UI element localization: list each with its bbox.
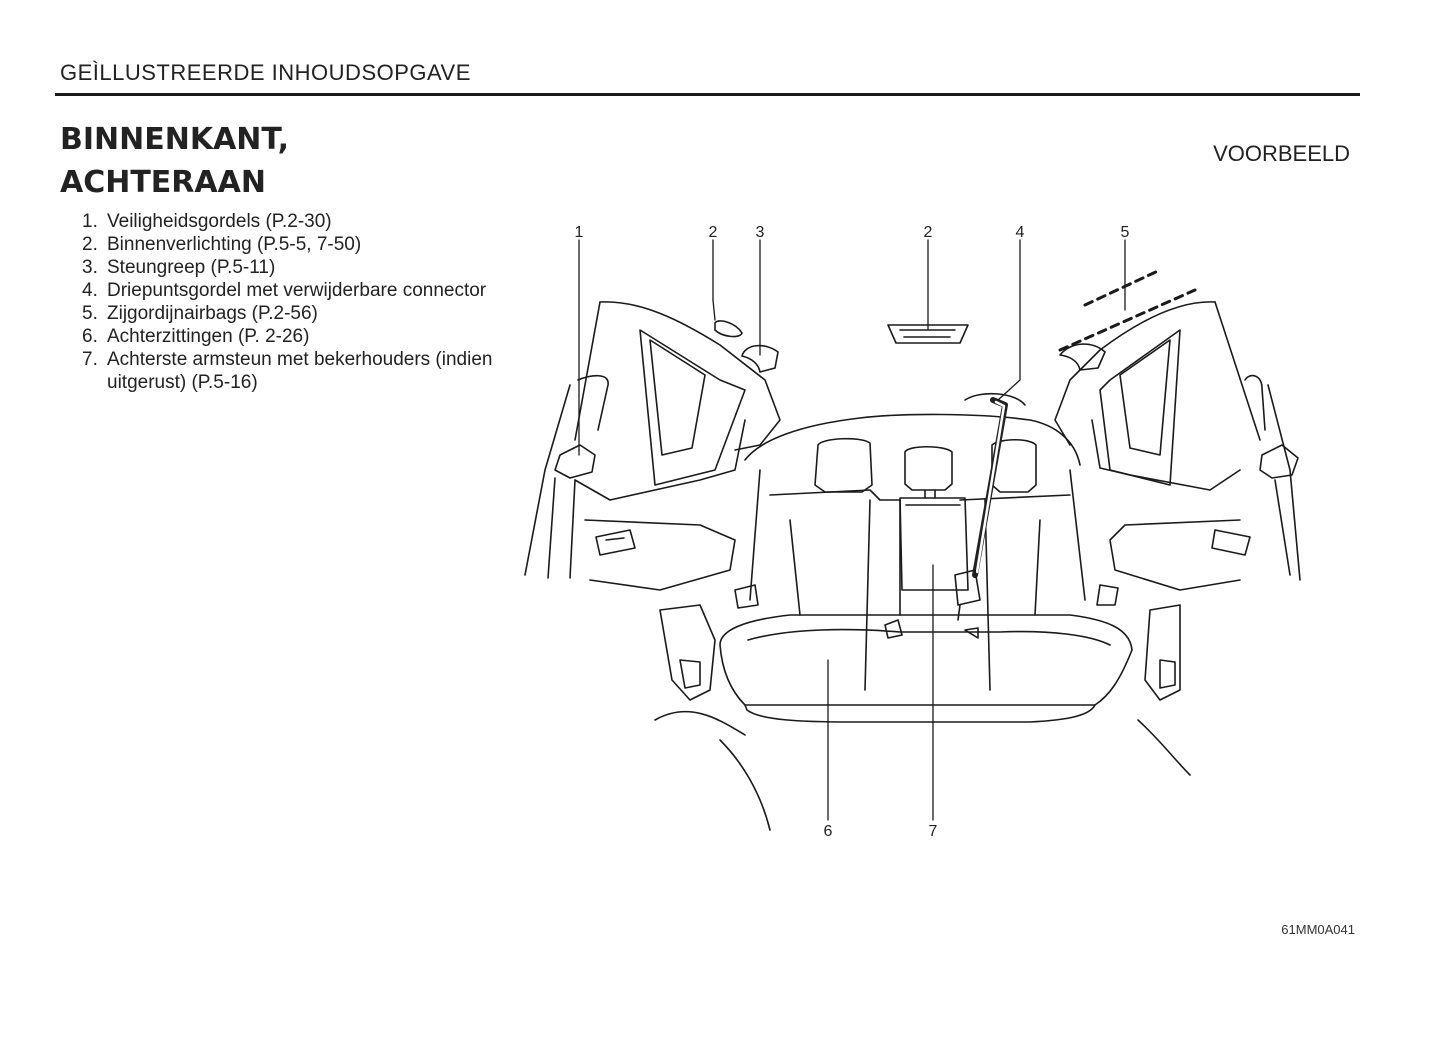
legend-item: 5.Zijgordijnairbags (P.2-56) — [82, 303, 318, 324]
center-armrest-icon — [899, 497, 969, 591]
legend-list: 1.Veiligheidsgordels (P.2-30) 2.Binnenve… — [82, 210, 502, 394]
header-rule — [55, 93, 1360, 96]
title-line-2: ACHTERAAN — [60, 165, 266, 200]
callout-number: 1 — [575, 224, 584, 241]
legend-item: 1.Veiligheidsgordels (P.2-30) — [82, 211, 332, 232]
seatbelt-buckle-icon — [954, 569, 981, 606]
center-headrest-icon — [904, 445, 953, 491]
left-door-drawing — [524, 301, 781, 831]
callout-number: 6 — [824, 823, 833, 840]
figure-code: 61MM0A041 — [1281, 922, 1355, 937]
callout-leaders — [578, 239, 1126, 821]
legend-item: 7.Achterste armsteun met bekerhouders (i… — [82, 349, 493, 393]
right-door-drawing — [1054, 301, 1301, 776]
rear-seat-drawing — [719, 397, 1133, 723]
example-label: VOORBEELD — [1213, 141, 1350, 166]
section-header: GEÌLLUSTREERDE INHOUDSOPGAVE — [60, 60, 471, 85]
legend-item: 2.Binnenverlichting (P.5-5, 7-50) — [82, 234, 362, 255]
right-grab-handle-icon — [1059, 343, 1106, 371]
left-headrest-icon — [814, 437, 873, 493]
roof-fixtures — [714, 268, 1197, 406]
callout-number: 5 — [1121, 224, 1130, 241]
legend-item: 4.Driepuntsgordel met verwijderbare conn… — [82, 280, 487, 301]
dome-light-icon — [887, 324, 969, 344]
left-courtesy-light-icon — [714, 320, 743, 338]
left-grab-handle-icon — [741, 344, 779, 373]
callout-number: 4 — [1016, 224, 1025, 241]
callout-numbers: 1 2 3 2 4 5 6 7 — [575, 224, 1130, 840]
callout-number: 3 — [756, 224, 765, 241]
callout-number: 7 — [929, 823, 938, 840]
page-title: BINNENKANT, ACHTERAAN — [60, 118, 289, 204]
title-line-1: BINNENKANT, — [60, 122, 289, 157]
curtain-airbag-outline — [1058, 288, 1197, 352]
legend-item: 3.Steungreep (P.5-11) — [82, 257, 276, 278]
callout-number: 2 — [924, 224, 933, 241]
legend-item: 6.Achterzittingen (P. 2-26) — [82, 326, 310, 347]
seat-cushion-outline — [719, 614, 1133, 706]
callout-number: 2 — [709, 224, 718, 241]
